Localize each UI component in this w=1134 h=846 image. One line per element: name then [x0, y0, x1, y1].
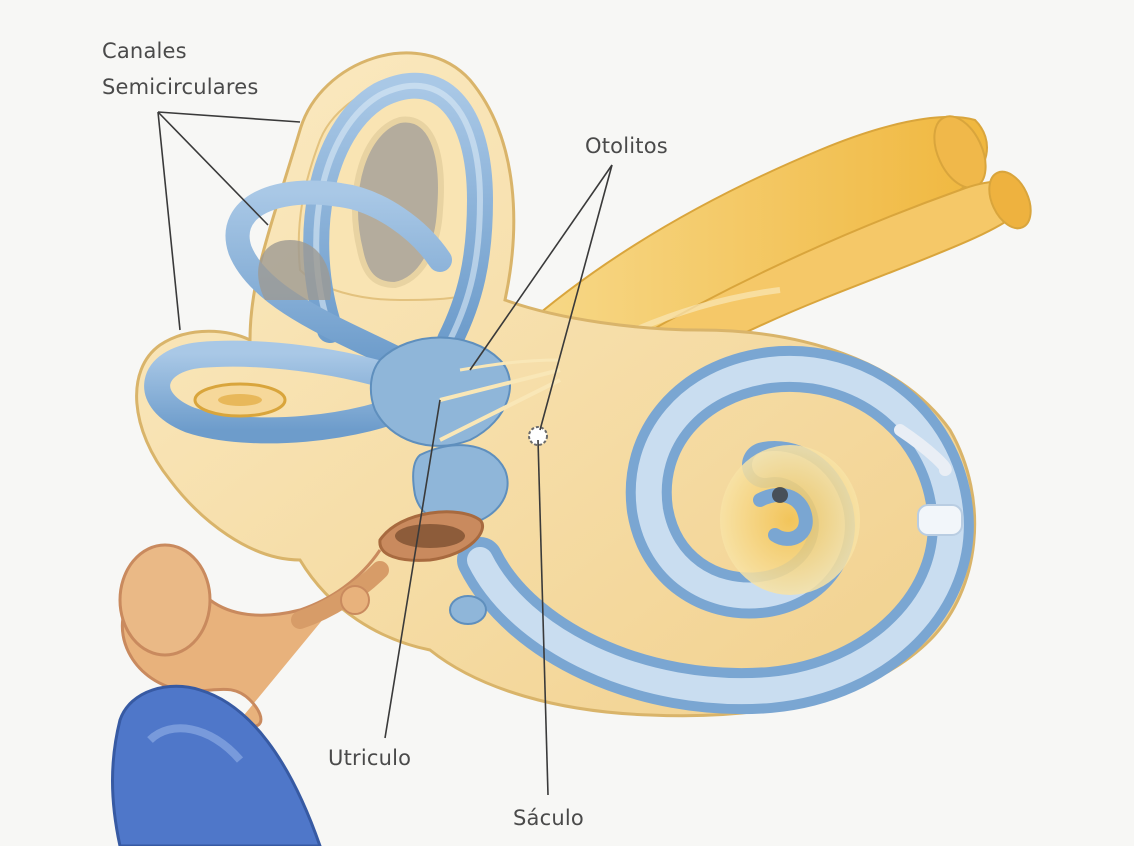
label-canales: Canales	[102, 38, 187, 64]
leader-canales-1	[158, 112, 180, 330]
label-saculo: Sáculo	[513, 805, 584, 831]
leader-canales-2	[158, 112, 268, 225]
eardrum	[113, 686, 321, 846]
leader-canales-3	[158, 112, 300, 122]
label-otolitos: Otolitos	[585, 133, 668, 159]
label-utriculo: Utriculo	[328, 745, 411, 771]
label-semicirculares: Semicirculares	[102, 74, 259, 100]
